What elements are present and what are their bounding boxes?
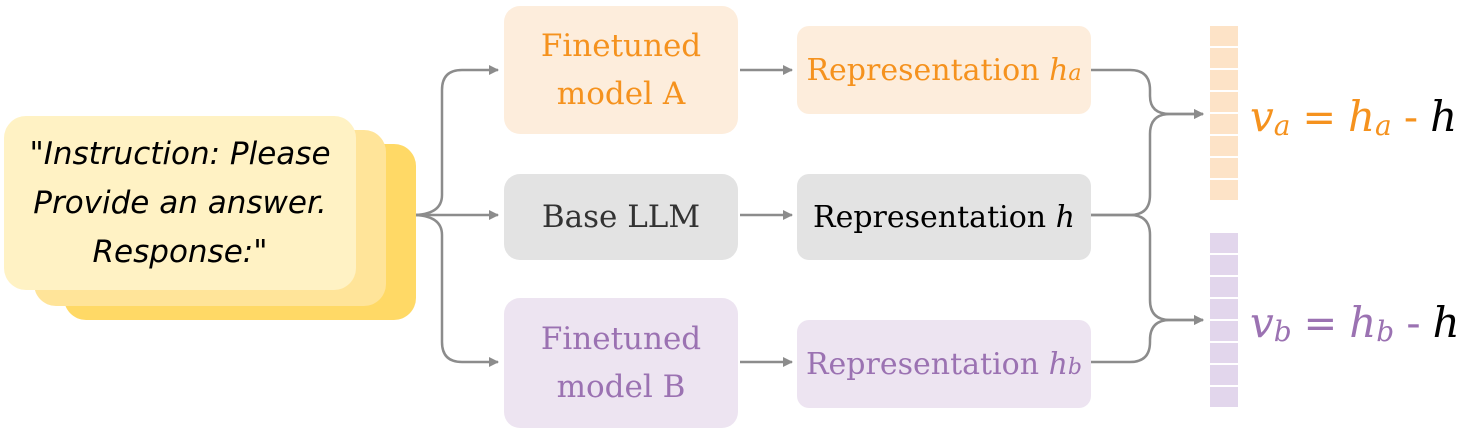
vector-a-cell <box>1210 136 1238 156</box>
formula-vb-rhs: h <box>1349 298 1377 347</box>
vector-b-cell <box>1210 365 1238 385</box>
formula-va-base: h <box>1430 92 1458 141</box>
arrow-prompt-to-model-a <box>411 65 499 217</box>
vector-b <box>1210 233 1238 409</box>
vector-b-cell <box>1210 321 1238 341</box>
representation-b-symbol: h <box>1048 346 1068 382</box>
formula-va-rhs-sub: a <box>1375 109 1392 142</box>
formula-vb-base: h <box>1432 298 1460 347</box>
vector-a-cell <box>1210 70 1238 90</box>
representation-a-text: Representation <box>806 52 1050 88</box>
base-llm-box: Base LLM <box>504 174 738 260</box>
vector-a-cell <box>1210 92 1238 112</box>
formula-vb-lhs-sub: b <box>1273 315 1292 348</box>
arrow-rep-a-to-va <box>1090 68 1204 119</box>
vector-b-cell <box>1210 255 1238 275</box>
representation-b-subscript: b <box>1067 354 1083 380</box>
representation-a-symbol: h <box>1049 52 1069 88</box>
formula-va-lhs-sub: a <box>1273 109 1291 142</box>
arrow-rep-base-to-va <box>1090 109 1204 217</box>
model-a-line-1: Finetuned <box>540 28 702 64</box>
formula-va-minus: - <box>1403 95 1419 141</box>
connectors <box>411 65 1204 367</box>
model-b-line-1: Finetuned <box>540 321 702 357</box>
formula-vb-equals: = <box>1303 301 1338 347</box>
prompt-line-1: "Instruction: Please <box>29 135 331 172</box>
arrow-rep-base-to-vb <box>1090 213 1204 325</box>
vector-b-cell <box>1210 277 1238 297</box>
representation-a-subscript: a <box>1068 60 1082 86</box>
formula-vb-lhs: v <box>1250 298 1274 347</box>
model-a-line-2: model A <box>556 76 686 112</box>
base-llm-label: Base LLM <box>541 199 701 235</box>
model-b-line-2: model B <box>556 369 686 405</box>
formula-va-rhs: h <box>1347 92 1376 141</box>
representation-b-text: Representation <box>805 346 1049 382</box>
finetuned-model-a-box: Finetuned model A <box>504 6 738 134</box>
finetuned-model-b-box: Finetuned model B <box>504 298 738 428</box>
prompt-card-front <box>4 116 356 290</box>
formula-vb-minus: - <box>1406 301 1421 347</box>
vector-b-cell <box>1210 299 1238 319</box>
representation-base-box: Representation h <box>797 174 1091 260</box>
vector-b-cell <box>1210 387 1238 407</box>
vector-a-cell <box>1210 180 1238 200</box>
formula-va-equals: = <box>1302 95 1336 141</box>
prompt-line-3: Response:" <box>92 233 268 270</box>
vector-a-cell <box>1210 26 1238 46</box>
vector-a-cell <box>1210 158 1238 178</box>
prompt-line-2: Provide an answer. <box>33 184 327 221</box>
arrow-prompt-to-model-b <box>411 213 499 367</box>
arrow-rep-b-to-vb <box>1090 315 1204 364</box>
vector-b-cell <box>1210 343 1238 363</box>
formula-vb-rhs-sub: b <box>1376 315 1395 348</box>
vector-a-cell <box>1210 48 1238 68</box>
vector-a-cell <box>1210 114 1238 134</box>
vector-b-cell <box>1210 233 1238 253</box>
prompt-text: "Instruction: Please Provide an answer. … <box>4 116 356 290</box>
vector-a <box>1210 26 1238 202</box>
formula-va-lhs: v <box>1250 92 1274 141</box>
representation-base-symbol: h <box>1055 199 1075 235</box>
representation-base-text: Representation <box>813 199 1056 235</box>
